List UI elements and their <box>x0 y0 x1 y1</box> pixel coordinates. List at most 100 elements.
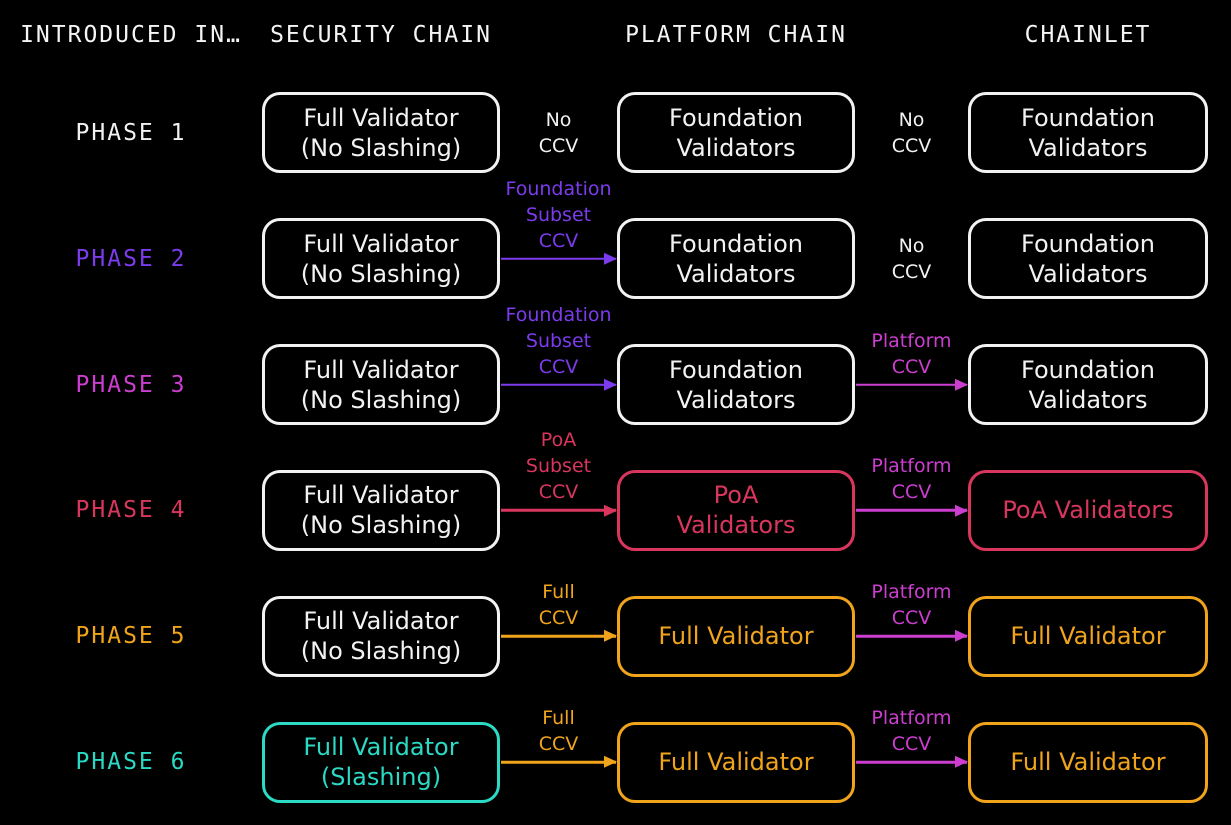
security-chain-box-cell: Full Validator(No Slashing) <box>262 344 500 426</box>
chainlet-box: Full Validator <box>968 595 1208 677</box>
arrow-right-icon <box>501 257 616 260</box>
box-text-line: Validators <box>676 385 796 414</box>
arrow-right-icon <box>856 634 967 638</box>
ccv-label-line: CCV <box>891 260 932 283</box>
arrow-right-icon <box>501 383 616 386</box>
box-text-line: Full Validator <box>658 748 814 777</box>
security-chain-box-cell: Full Validator(Slashing) <box>262 721 500 803</box>
box-text-line: PoA <box>713 481 759 510</box>
arrow-right-icon <box>856 760 967 764</box>
ccv-label-line: CCV <box>538 607 579 630</box>
column-header-security-chain: SECURITY CHAIN <box>270 22 492 48</box>
ccv-label-line: CCV <box>538 355 579 378</box>
ccv-label-line: CCV <box>891 607 932 630</box>
arrow-right-icon <box>501 509 616 512</box>
platform-chain-box: Full Validator <box>617 721 855 803</box>
ccv-label-line: CCV <box>891 355 932 378</box>
security-chain-box: Full Validator(No Slashing) <box>262 595 500 677</box>
phase-cell: PHASE 2 <box>0 246 262 272</box>
ccv-label-line: CCV <box>891 481 932 504</box>
ccv-label-line: Platform <box>871 455 952 478</box>
box-text-line: Full Validator <box>303 103 459 132</box>
ccv-label-line: CCV <box>538 733 579 756</box>
security-chain-box-cell: Full Validator(No Slashing) <box>262 218 500 300</box>
chainlet-box-cell: PoA Validators <box>968 469 1208 551</box>
security-chain-box: Full Validator(Slashing) <box>262 721 500 803</box>
phase-label: PHASE 2 <box>75 245 187 272</box>
box-text-line: (No Slashing) <box>300 133 462 162</box>
box-text-line: Full Validator <box>1010 748 1166 777</box>
ccv-label-line: CCV <box>891 733 932 756</box>
column-headers: INTRODUCED IN… SECURITY CHAIN PLATFORM C… <box>0 0 1231 70</box>
box-text-line: Full Validator <box>1010 622 1166 651</box>
box-text-line: Validators <box>1028 133 1148 162</box>
box-text-line: Foundation <box>1021 103 1155 132</box>
phase-cell: PHASE 4 <box>0 497 262 523</box>
security-chain-box-cell: Full Validator(No Slashing) <box>262 92 500 174</box>
box-text-line: Full Validator <box>303 607 459 636</box>
ccv-label-line: CCV <box>538 481 579 504</box>
ccv-label-line: CCV <box>538 229 579 252</box>
box-text-line: Full Validator <box>658 622 814 651</box>
box-text-line: Full Validator <box>303 229 459 258</box>
phase-cell: PHASE 5 <box>0 623 262 649</box>
phase-label: PHASE 5 <box>75 623 187 650</box>
ccv-label-line: Subset <box>525 203 592 226</box>
box-text-line: Full Validator <box>303 355 459 384</box>
box-text-line: Foundation <box>669 355 803 384</box>
security-chain-box: Full Validator(No Slashing) <box>262 344 500 426</box>
ccv-label-line: No <box>898 234 925 257</box>
ccv-label-line: Foundation <box>505 303 612 326</box>
phase-cell: PHASE 3 <box>0 372 262 398</box>
ccv-label-line: Subset <box>525 329 592 352</box>
phase-cell: PHASE 6 <box>0 749 262 775</box>
box-text-line: Validators <box>676 259 796 288</box>
ccv-label-line: CCV <box>538 134 579 157</box>
ccv-label-line: Full <box>542 581 575 604</box>
chainlet-box: Full Validator <box>968 721 1208 803</box>
box-text-line: Validators <box>1028 259 1148 288</box>
ccv-label-line: Foundation <box>505 177 612 200</box>
box-text-line: (No Slashing) <box>300 259 462 288</box>
box-text-line: Foundation <box>1021 229 1155 258</box>
arrow-right-icon <box>856 509 967 512</box>
ccv-label-line: No <box>545 108 572 131</box>
ccv-label-line: Platform <box>871 581 952 604</box>
security-chain-box: Full Validator(No Slashing) <box>262 218 500 300</box>
column-header-chainlet: CHAINLET <box>1024 22 1152 48</box>
chainlet-box: PoA Validators <box>968 469 1208 551</box>
phase-label: PHASE 3 <box>75 371 187 398</box>
phase-cell: PHASE 1 <box>0 120 262 146</box>
ccv-label-line: No <box>898 108 925 131</box>
box-text-line: Full Validator <box>303 481 459 510</box>
